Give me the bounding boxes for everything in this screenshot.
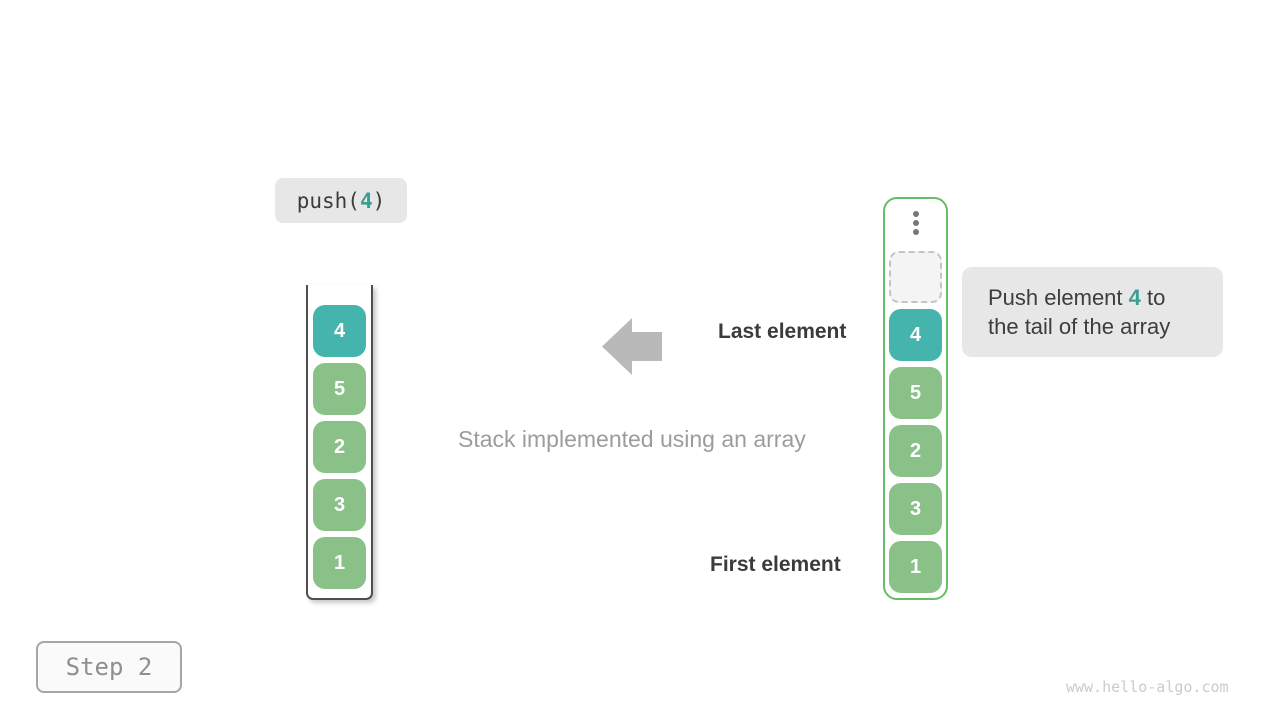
- left-arrow-icon: [602, 318, 662, 375]
- step-badge: Step 2: [36, 641, 182, 693]
- array-cell: 5: [889, 367, 942, 419]
- last-element-label: Last element: [718, 320, 847, 343]
- first-element-label: First element: [710, 553, 841, 576]
- push-code-pre: push(: [296, 188, 360, 213]
- dot: [912, 211, 919, 217]
- tooltip-text: Push element 4 to the tail of the array: [988, 283, 1196, 341]
- stack-cell-top: 4: [313, 305, 366, 357]
- ellipsis-icon: [912, 209, 919, 237]
- tooltip-text-pre: Push element: [988, 285, 1129, 310]
- tooltip-text-post: to the tail of the array: [988, 285, 1171, 339]
- array-empty-slot: [889, 251, 942, 303]
- dot: [912, 220, 919, 226]
- push-tooltip: Push element 4 to the tail of the array: [962, 267, 1223, 357]
- stack-container: 4 5 2 3 1: [306, 285, 373, 600]
- diagram-caption: Stack implemented using an array: [458, 426, 806, 452]
- array-cell: 3: [889, 483, 942, 535]
- stack-cell-bottom: 1: [313, 537, 366, 589]
- stack-cell: 3: [313, 479, 366, 531]
- array-cell-pushed: 4: [889, 309, 942, 361]
- dot: [912, 229, 919, 235]
- push-operation-badge: push(4): [275, 178, 407, 223]
- watermark: www.hello-algo.com: [1066, 678, 1229, 696]
- array-cell: 1: [889, 541, 942, 593]
- tooltip-highlight-value: 4: [1128, 285, 1141, 310]
- push-arg-value: 4: [359, 188, 373, 213]
- array-cell: 2: [889, 425, 942, 477]
- stack-cell: 2: [313, 421, 366, 473]
- array-container: 4 5 2 3 1: [883, 197, 948, 600]
- stack-cell: 5: [313, 363, 366, 415]
- push-code-post: ): [372, 188, 386, 213]
